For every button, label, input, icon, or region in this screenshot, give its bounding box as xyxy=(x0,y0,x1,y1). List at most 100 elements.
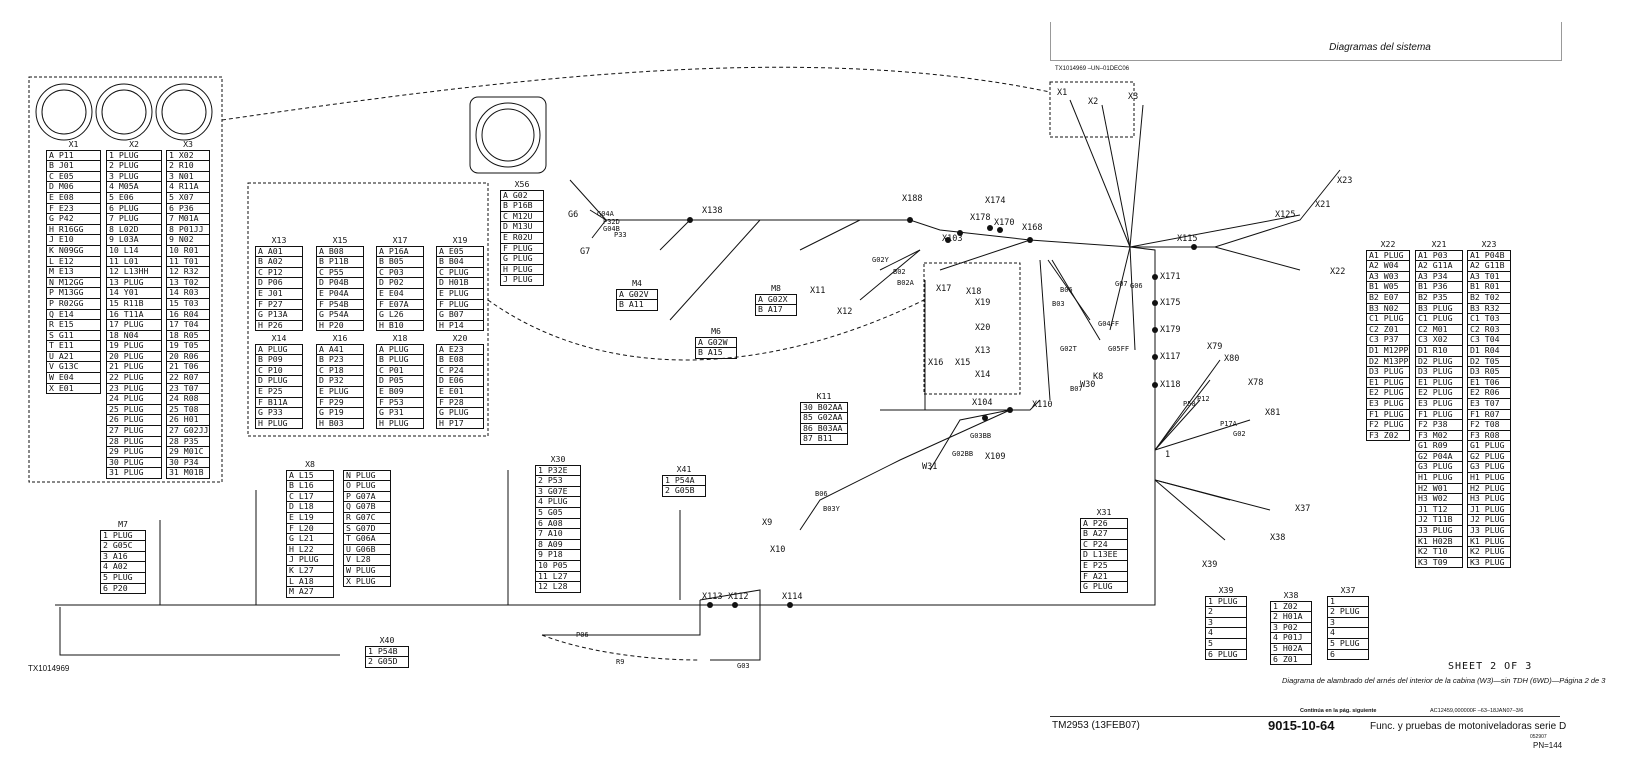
table-row: 2 G05D xyxy=(366,657,408,668)
table-row: H B03 xyxy=(317,418,363,430)
label-k8: K8 xyxy=(1093,372,1104,382)
table-row: E B09 xyxy=(377,386,423,398)
label-x14c: X14 xyxy=(975,370,991,380)
connector-table-title: X38 xyxy=(1283,590,1299,600)
table-row: H3 PLUG xyxy=(1468,494,1510,505)
table-row: 12 L28 xyxy=(536,582,580,593)
table-row: 23 PLUG xyxy=(107,383,161,395)
table-row: 16 T11A xyxy=(107,309,161,321)
connector-table-title: X30 xyxy=(550,454,566,464)
table-row: 5 xyxy=(1206,638,1246,650)
table-row: B B05 xyxy=(377,257,423,268)
table-row: B3 R32 xyxy=(1468,303,1510,315)
table-row: B P11B xyxy=(317,257,363,268)
table-row: A L15 xyxy=(287,470,333,482)
table-row: J PLUG xyxy=(501,275,543,286)
connector-table-title: X16 xyxy=(332,333,348,343)
table-row: 26 H01 xyxy=(167,415,209,427)
ac-code: AC12459,000000F –63–18JAN07–3/6 xyxy=(1430,708,1524,714)
table-row: 2 xyxy=(1206,607,1246,618)
table-row: C2 Z01 xyxy=(1367,324,1409,336)
table-row: E3 T07 xyxy=(1468,398,1510,410)
figure-code: TX1014969 –UN–01DEC06 xyxy=(1055,66,1130,72)
table-row: G L26 xyxy=(377,310,423,321)
table-row: E P04A xyxy=(317,288,363,300)
table-row: F3 R08 xyxy=(1468,430,1510,442)
table-row: E P25 xyxy=(256,386,302,398)
table-row: X E01 xyxy=(47,383,100,395)
table-row: A2 W04 xyxy=(1367,261,1409,272)
label-w31: W31 xyxy=(922,462,938,472)
table-row: 13 T02 xyxy=(167,277,209,289)
table-row: 20 R06 xyxy=(167,351,209,363)
table-row: 1 xyxy=(1328,596,1368,608)
table-row: 16 R04 xyxy=(167,309,209,321)
table-row: 1 P32E xyxy=(536,465,580,477)
table-row: 1 X02 xyxy=(167,150,209,162)
table-row: A B08 xyxy=(317,246,363,258)
table-row: E3 PLUG xyxy=(1367,398,1409,410)
table-row: F E23 xyxy=(47,203,100,215)
table-row: 10 R01 xyxy=(167,245,209,257)
table-row: F3 Z02 xyxy=(1367,430,1409,442)
table-row: G B07 xyxy=(437,310,483,321)
table-row: H P26 xyxy=(256,320,302,332)
dashed-link-top xyxy=(221,66,1051,121)
table-row: D L18 xyxy=(287,502,333,513)
table-row: P G07A xyxy=(344,491,390,503)
table-row: B1 W05 xyxy=(1367,282,1409,293)
table-row: 19 PLUG xyxy=(107,341,161,352)
table-row: 7 PLUG xyxy=(107,214,161,225)
table-row: 2 PLUG xyxy=(1328,607,1368,618)
label-x179: X179 xyxy=(1160,325,1181,335)
table-row: G PLUG xyxy=(1081,582,1127,593)
table-row: A G02V xyxy=(617,289,657,301)
table-row: F PLUG xyxy=(501,243,543,255)
table-row: 1 PLUG xyxy=(101,530,145,542)
table-row: H P20 xyxy=(317,320,363,332)
table-row: B A11 xyxy=(617,300,657,311)
label-x115: X115 xyxy=(1177,234,1198,244)
label-x22c: X22 xyxy=(1330,267,1346,277)
connector-table-title: X19 xyxy=(452,235,468,245)
table-row: K3 PLUG xyxy=(1468,557,1510,569)
table-row: 14 Y01 xyxy=(107,288,161,299)
label-g7: G7 xyxy=(580,247,591,257)
connector-table-title: X22 xyxy=(1380,239,1396,249)
table-row: 6 P36 xyxy=(167,203,209,215)
table-row: A G02W xyxy=(696,337,736,349)
table-row: B P09 xyxy=(256,355,302,366)
table-row: J3 PLUG xyxy=(1468,525,1510,537)
label-x11: X11 xyxy=(810,286,826,296)
table-row: E E08 xyxy=(47,192,100,204)
table-row: 86 B03AA xyxy=(801,423,847,435)
table-row: G PLUG xyxy=(437,408,483,419)
table-row: D1 M12PP xyxy=(1367,344,1409,357)
table-row: H B10 xyxy=(377,320,423,332)
table-row: A1 P04B xyxy=(1468,250,1510,262)
label-x170: X170 xyxy=(994,218,1015,228)
table-row: 3 P02 xyxy=(1271,622,1311,634)
table-row: D2 M13PP xyxy=(1367,355,1409,368)
table-row: A3 P34 xyxy=(1416,271,1462,283)
table-row: 15 R11B xyxy=(107,298,161,310)
table-row: E E01 xyxy=(437,386,483,398)
table-row: T E11 xyxy=(47,341,100,352)
header-rule xyxy=(1050,22,1562,61)
table-row: C P12 xyxy=(256,267,302,279)
table-row: B1 R01 xyxy=(1468,282,1510,293)
table-row: E E04 xyxy=(377,288,423,300)
table-row: K2 T10 xyxy=(1416,547,1462,558)
table-row: K L27 xyxy=(287,565,333,577)
